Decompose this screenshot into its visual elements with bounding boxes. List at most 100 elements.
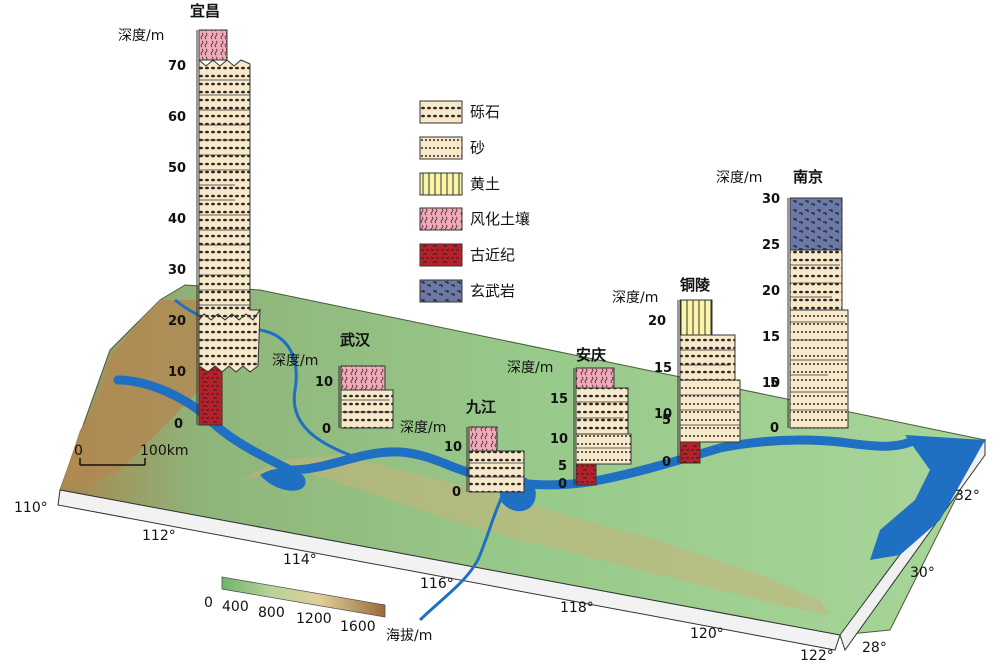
legend-label-sand: 砂	[470, 139, 485, 157]
depth-unit-yichang: 深度/m	[118, 28, 164, 44]
depth-unit-jiujiang: 深度/m	[400, 420, 446, 436]
lat-tick-28: 28°	[862, 640, 887, 656]
site-name-anqing: 安庆	[576, 346, 606, 364]
column-jiujiang: 九江 深度/m 0 10	[400, 398, 525, 500]
lat-tick-32: 32°	[955, 488, 980, 504]
tick-anqing-15: 15	[550, 392, 568, 407]
tick-anqing-5: 5	[558, 459, 567, 474]
lon-tick-118: 118°	[560, 600, 594, 616]
column-wuhan: 武汉 深度/m 0 10	[272, 331, 394, 437]
legend: 砾石 砂 黄土 风化土壤 古近纪 玄武岩	[419, 100, 530, 303]
terrain-front-face	[57, 489, 841, 651]
tick-yichang-10: 10	[168, 365, 186, 380]
tick-anqing-10: 10	[550, 432, 568, 447]
layer-anqing-gravel	[575, 387, 629, 435]
depth-unit-nanjing: 深度/m	[716, 170, 762, 186]
elevation-colorbar: 0 400 800 1200 1600 海拔/m	[204, 576, 432, 644]
tick-tongling-15: 15	[654, 361, 672, 376]
legend-swatch-sand	[419, 136, 463, 160]
lon-tick-114: 114°	[283, 552, 317, 568]
site-name-yichang: 宜昌	[190, 2, 220, 20]
tick-jiujiang-10: 10	[444, 440, 462, 455]
scale-end-label: 100km	[140, 443, 188, 459]
tick-nanjing-5: 5	[770, 376, 779, 391]
layer-tongling-paleogene	[679, 441, 701, 464]
elev-tick-400: 400	[222, 599, 249, 615]
tick-anqing-0: 0	[558, 477, 567, 492]
column-nanjing: 南京 深度/m 0 5 10 15 20 25 30	[716, 168, 849, 436]
lon-tick-112: 112°	[142, 528, 176, 544]
elev-tick-1600: 1600	[340, 619, 376, 635]
elev-unit: 海拔/m	[386, 628, 432, 644]
legend-swatch-gravel	[419, 100, 463, 124]
legend-label-gravel: 砾石	[470, 103, 500, 121]
layer-tongling-loess	[679, 299, 713, 336]
tick-tongling-20: 20	[648, 314, 666, 329]
legend-label-weathered: 风化土壤	[470, 210, 530, 228]
legend-swatch-weathered	[419, 207, 463, 231]
layer-tongling-sand	[679, 379, 741, 443]
layer-wuhan-weathered	[340, 365, 386, 391]
legend-swatch-paleogene	[419, 243, 463, 267]
depth-unit-anqing: 深度/m	[507, 360, 553, 376]
tick-yichang-60: 60	[168, 110, 186, 125]
site-name-jiujiang: 九江	[465, 398, 496, 416]
hill-relief-south	[240, 455, 830, 615]
lon-tick-116: 116°	[420, 576, 454, 592]
tick-yichang-50: 50	[168, 161, 186, 176]
elev-tick-800: 800	[258, 605, 285, 621]
legend-label-paleogene: 古近纪	[470, 246, 515, 264]
tick-tongling-5: 5	[662, 413, 671, 428]
tick-wuhan-10: 10	[315, 375, 333, 390]
tick-yichang-40: 40	[168, 212, 186, 227]
scale-start-label: 0	[74, 443, 83, 459]
layer-nanjing-basalt	[789, 197, 843, 251]
depth-unit-wuhan: 深度/m	[272, 353, 318, 369]
elev-tick-0: 0	[204, 595, 213, 611]
tick-nanjing-30: 30	[762, 192, 780, 207]
legend-swatch-basalt	[419, 279, 463, 303]
layer-anqing-weathered	[575, 367, 615, 389]
tick-nanjing-10: 10	[762, 376, 780, 391]
layer-yichang-paleogene	[198, 365, 223, 426]
tick-yichang-20: 20	[168, 314, 186, 329]
column-yichang: 宜昌 深度/m 0 10 20 30 40 50 60 70	[118, 2, 261, 432]
legend-label-loess: 黄土	[470, 175, 500, 193]
legend-swatch-loess	[419, 172, 463, 196]
layer-nanjing-sand	[789, 309, 849, 429]
layer-nanjing-gravel	[789, 249, 843, 311]
tick-tongling-10: 10	[654, 407, 672, 422]
layer-tongling-gravel	[679, 334, 736, 381]
lon-tick-122: 122°	[800, 648, 834, 664]
scale-bar: 0 100km	[74, 443, 188, 466]
layer-jiujiang-weathered	[468, 426, 498, 452]
layer-wuhan-gravel	[340, 389, 394, 429]
elev-tick-1200: 1200	[296, 611, 332, 627]
tick-yichang-30: 30	[168, 263, 186, 278]
east-sea	[870, 435, 985, 560]
tick-nanjing-15: 15	[762, 330, 780, 345]
tick-jiujiang-0: 0	[452, 485, 461, 500]
tick-yichang-70: 70	[168, 59, 186, 74]
tick-nanjing-25: 25	[762, 238, 780, 253]
layer-anqing-sand	[575, 433, 632, 465]
tributary-south	[418, 489, 507, 622]
layer-yichang-upper-gravel	[198, 58, 261, 322]
longitude-axis: 110° 112° 114° 116° 118° 120° 122°	[14, 500, 834, 664]
latitude-axis: 32° 30° 28°	[862, 488, 980, 656]
column-tongling: 铜陵 深度/m 0 5 10 15 20	[612, 276, 741, 470]
tick-wuhan-0: 0	[322, 422, 331, 437]
tick-tongling-0: 0	[662, 455, 671, 470]
layer-yichang-lower-gravel	[198, 308, 261, 373]
layer-anqing-paleogene	[575, 463, 597, 486]
site-name-tongling: 铜陵	[680, 276, 711, 294]
column-anqing: 安庆 深度/m 0 5 10 15	[507, 346, 632, 492]
mountain-relief	[60, 300, 230, 490]
lon-tick-110: 110°	[14, 500, 48, 516]
layer-jiujiang-gravel	[468, 450, 525, 493]
site-name-nanjing: 南京	[793, 168, 823, 186]
lon-tick-120: 120°	[690, 626, 724, 642]
depth-unit-tongling: 深度/m	[612, 290, 658, 306]
dongting-lake	[260, 468, 306, 491]
